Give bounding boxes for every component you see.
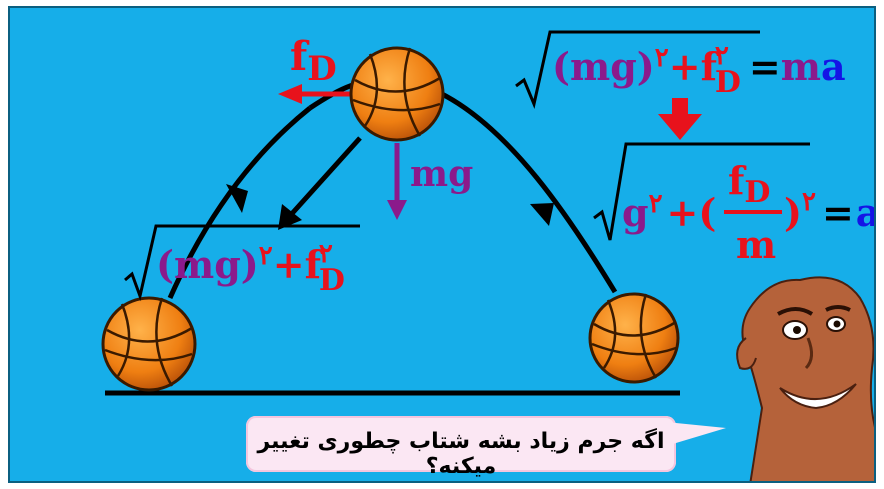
eq2-close: )۲=a bbox=[784, 187, 876, 235]
trajectory-up bbox=[167, 106, 312, 300]
ball-right bbox=[588, 292, 680, 384]
left-sqrt-sign bbox=[124, 224, 360, 302]
trajectory-down bbox=[438, 90, 618, 294]
speech-bubble-tail bbox=[666, 422, 726, 446]
speech-bubble-text: اگه جرم زیاد بشه شتاب چطوری تغییر میکنه؟ bbox=[257, 429, 665, 479]
eq2-sqrt-sign bbox=[593, 142, 810, 241]
arrowhead-up bbox=[226, 184, 248, 213]
eq2-numerator: fD bbox=[728, 158, 770, 210]
ball-top bbox=[349, 46, 445, 142]
inner-velocity-arrow bbox=[286, 136, 362, 220]
drag-label: fD bbox=[290, 33, 337, 89]
eq1-sqrt-sign bbox=[515, 30, 760, 109]
equation-2: g۲+( bbox=[622, 189, 716, 235]
arrowhead-down bbox=[530, 203, 554, 226]
eq2-denominator: m bbox=[736, 222, 776, 267]
weight-arrowhead bbox=[387, 200, 407, 220]
drag-arrowhead bbox=[278, 84, 302, 104]
inner-velocity-arrowhead bbox=[278, 204, 302, 230]
ball-left bbox=[101, 296, 197, 392]
cartoon-character bbox=[736, 276, 874, 481]
weight-label: mg bbox=[410, 153, 473, 195]
speech-bubble: اگه جرم زیاد بشه شتاب چطوری تغییر میکنه؟ bbox=[246, 416, 726, 479]
transform-arrow bbox=[658, 98, 702, 140]
